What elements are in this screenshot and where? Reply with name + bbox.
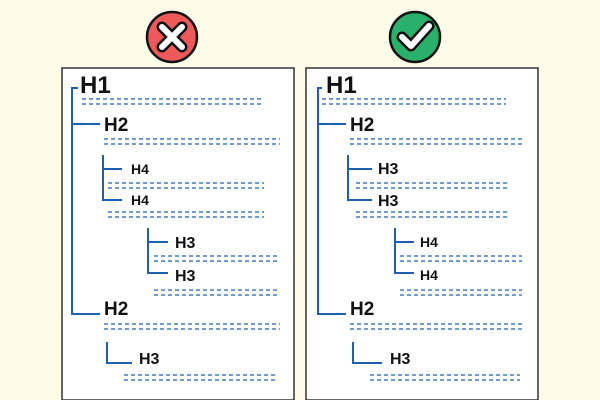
tree-connector-h1: [317, 87, 346, 315]
correct-tree-lines: [317, 87, 414, 364]
heading-h3: H3: [378, 193, 399, 210]
heading-h4: H4: [420, 234, 438, 250]
heading-h2: H2: [104, 115, 128, 136]
heading-h3: H3: [175, 235, 196, 252]
heading-h4: H4: [420, 267, 438, 283]
heading-h3: H3: [175, 268, 196, 285]
heading-h3: H3: [390, 351, 411, 368]
checkmark-icon: [396, 20, 435, 52]
heading-h4: H4: [131, 161, 149, 177]
heading-h3: H3: [378, 161, 399, 178]
heading-h1: H1: [326, 72, 357, 99]
cross-icon: [156, 21, 188, 53]
correct-headings: H1 H2 H3 H3 H4 H4 H2 H3: [326, 72, 438, 368]
incorrect-headings: H1 H2 H4 H4 H3 H3 H2 H3: [80, 72, 196, 368]
heading-h2: H2: [350, 299, 374, 320]
incorrect-tree-lines: [71, 87, 168, 364]
incorrect-placeholder-lines: [82, 98, 280, 381]
correct-placeholder-lines: [322, 98, 524, 381]
heading-h3: H3: [139, 351, 160, 368]
heading-h2: H2: [350, 115, 374, 136]
correct-badge: [388, 10, 442, 64]
tree-connector-h2-second: [352, 342, 382, 364]
heading-h2: H2: [104, 299, 128, 320]
heading-h4: H4: [131, 192, 149, 208]
wrong-badge: [145, 10, 199, 64]
tree-connector-h1: [71, 87, 100, 315]
heading-h1: H1: [80, 72, 111, 99]
tree-connector-h2-second: [106, 342, 132, 364]
incorrect-document-page: [61, 67, 295, 400]
